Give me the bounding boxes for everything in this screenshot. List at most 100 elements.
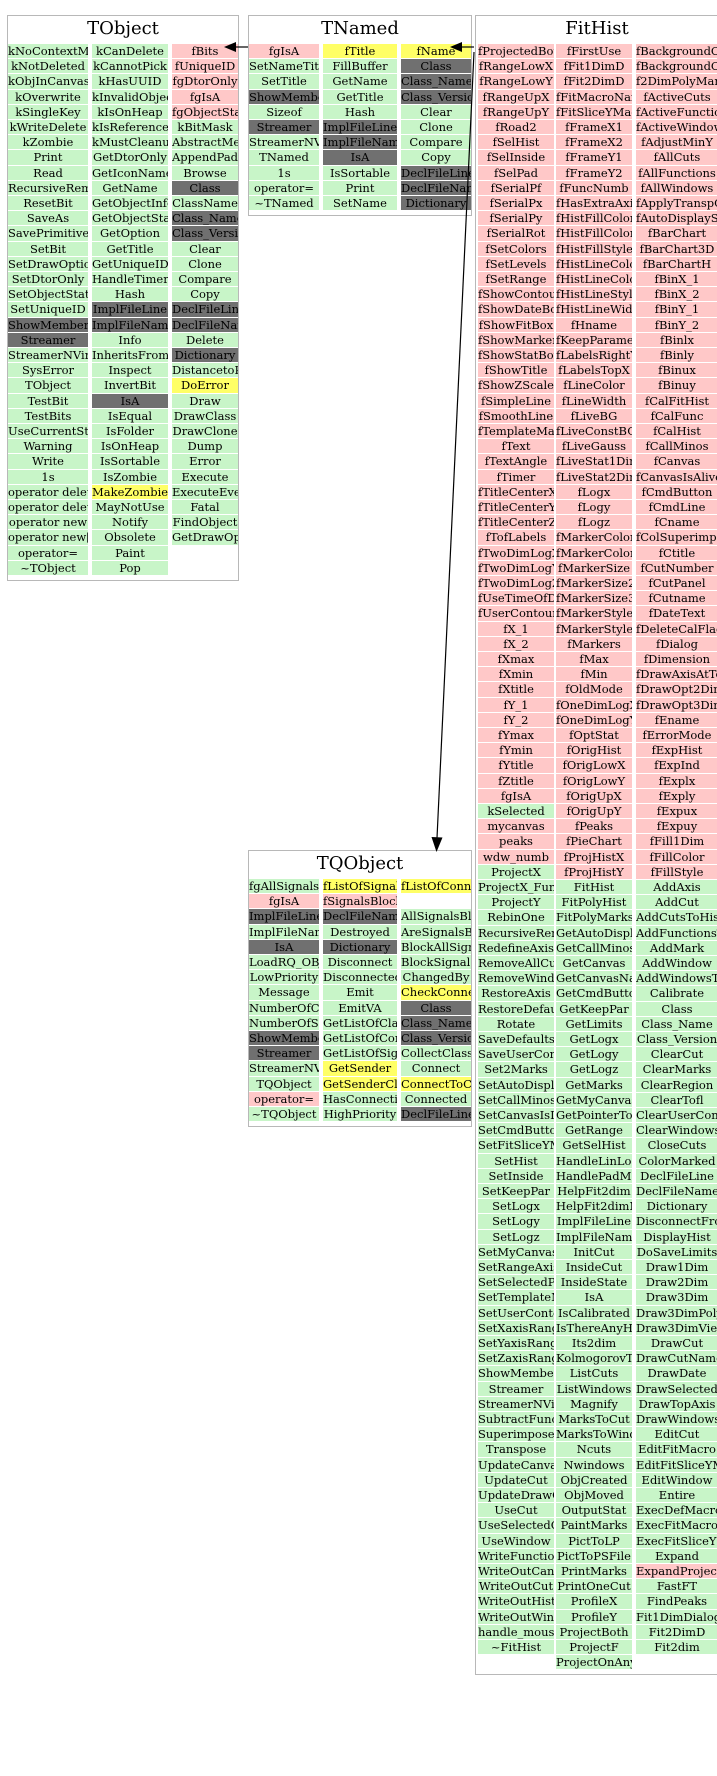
member-cell — [401, 894, 471, 908]
member-cell: fFrameX1 — [556, 120, 632, 135]
member-cell: fXtitle — [478, 682, 554, 697]
member-cell: Copy — [172, 287, 238, 302]
class-box-fithist: FitHistfProjectedBothfRangeLowXfRangeLow… — [475, 15, 717, 1676]
member-cell: DrawWindows — [636, 1412, 717, 1427]
member-cell: GetName — [323, 74, 397, 89]
member-cell: fCanvas — [636, 454, 717, 469]
member-cell: kSingleKey — [8, 104, 88, 120]
member-cell: operator= — [249, 1091, 319, 1107]
member-cell: Class_Version — [401, 1031, 471, 1046]
member-cell: fMax — [556, 652, 632, 667]
member-cell: RemoveAllCuts — [478, 956, 554, 971]
member-cell: DisplayHist — [636, 1229, 717, 1244]
member-cell: fTemplateMacro — [478, 424, 554, 439]
member-cell: HighPriority — [323, 1107, 397, 1122]
member-cell: DrawSelectedFunctions — [636, 1381, 717, 1396]
member-cell: Transpose — [478, 1442, 554, 1457]
member-cell: SetDtorOnly — [8, 272, 88, 287]
member-cell: FindObject — [172, 515, 238, 530]
member-cell: GetMarks — [556, 1077, 632, 1092]
member-cell: ImplFileName — [92, 317, 168, 332]
member-cell: ImplFileName — [249, 924, 319, 939]
member-cell: ProfileY — [556, 1609, 632, 1624]
member-cell: Class_Name — [172, 211, 238, 226]
member-cell: kWriteDelete — [8, 120, 88, 135]
member-cell: fUserContourLevels — [478, 606, 554, 621]
member-cell: fLogx — [556, 484, 632, 500]
member-cell: IsA — [556, 1290, 632, 1305]
member-cell: operator new[] — [8, 530, 88, 545]
member-cell: fRangeLowY — [478, 74, 554, 89]
member-cell: fBits — [172, 44, 238, 59]
member-cell: ConnectToClass — [401, 1076, 471, 1091]
member-cell: operator new — [8, 515, 88, 530]
member-cell: fExpuy — [636, 819, 717, 834]
member-cell: ClearWindows — [636, 1123, 717, 1138]
member-cell: AddWindow — [636, 956, 717, 971]
member-cell: SetCmdButton — [478, 1123, 554, 1138]
member-cell: RemoveWindowsFromList — [478, 971, 554, 986]
member-cell: Pop — [92, 560, 168, 576]
member-cell: IsA — [323, 150, 397, 165]
member-cell: EditFitMacro — [636, 1442, 717, 1457]
member-cell: fDrawOpt2Dim — [636, 682, 717, 697]
member-cell: RecursiveRemove — [8, 180, 88, 196]
member-cell: SaveUserContours — [478, 1047, 554, 1062]
member-cell: ExpandProject — [636, 1564, 717, 1579]
member-cell: fBinlx — [636, 332, 717, 348]
member-cell: fBarChartH — [636, 256, 717, 272]
member-cell: WriteOutCanvas — [478, 1564, 554, 1579]
member-cell: GetIconName — [92, 165, 168, 180]
member-cell: InheritsFrom — [92, 348, 168, 363]
member-cell: fBinux — [636, 363, 717, 378]
member-cell: fCutPanel — [636, 576, 717, 591]
member-cell: GetPointerToMarks — [556, 1108, 632, 1123]
member-cell: fSignalsBlocked — [323, 894, 397, 909]
member-cell: GetDrawOption — [172, 530, 238, 545]
member-cell: fSelPad — [478, 165, 554, 180]
member-cell: kZombie — [8, 135, 88, 150]
member-cell: fBinly — [636, 348, 717, 363]
member-cell: HasConnection — [323, 1091, 397, 1107]
member-cell: Copy — [401, 150, 471, 165]
member-cell: KolmogorovTest — [556, 1351, 632, 1366]
member-cell: fExplx — [636, 773, 717, 788]
member-cell: ImplFileName — [556, 1229, 632, 1244]
member-cell: IsA — [249, 939, 319, 955]
member-cell: mycanvas — [478, 819, 554, 834]
member-cell: Clear — [172, 241, 238, 256]
member-cell: fFirstUse — [556, 44, 632, 59]
member-cell: fCmdButton — [636, 484, 717, 500]
member-cell: fZtitle — [478, 773, 554, 788]
member-cell: fCutNumber — [636, 560, 717, 576]
member-cell: Class_Version — [401, 89, 471, 104]
member-cell: GetSelHist — [556, 1138, 632, 1153]
member-cell: Emit — [323, 985, 397, 1000]
member-cell: GetTitle — [323, 89, 397, 104]
member-cell: ListWindows — [556, 1381, 632, 1396]
member-cell: ExecFitSliceYMacro — [636, 1533, 717, 1548]
member-cell: SetHist — [478, 1153, 554, 1168]
member-cell: EditFitSliceYMacro — [636, 1457, 717, 1472]
member-cell: DoSaveLimits — [636, 1244, 717, 1260]
member-cell: Destroyed — [323, 924, 397, 939]
member-cell: fLiveStat1Dim — [556, 454, 632, 469]
member-cell: fActiveWindows — [636, 120, 717, 135]
member-cell: DeclFileName — [401, 180, 471, 196]
member-cell: fLabelsTopX — [556, 363, 632, 378]
member-cell: SavePrimitive — [8, 226, 88, 241]
member-cell: fSetLevels — [478, 256, 554, 272]
member-cell: IsA — [92, 393, 168, 408]
member-cell: fBinX_1 — [636, 272, 717, 287]
member-cell: GetListOfClassSignals — [323, 1015, 397, 1031]
member-cell: Fit2dim — [636, 1640, 717, 1655]
member-cell: SetBit — [8, 241, 88, 256]
member-cell: EmitVA — [323, 1000, 397, 1015]
member-cell: LoadRQ_OBJECT — [249, 955, 319, 970]
member-cell: DeclFileLine — [401, 1107, 471, 1122]
member-cell: fCalFunc — [636, 408, 717, 424]
member-cell: FillBuffer — [323, 59, 397, 74]
member-cell: TestBit — [8, 393, 88, 408]
member-cell: fCallMinos — [636, 439, 717, 454]
member-cell: wdw_numb — [478, 849, 554, 864]
